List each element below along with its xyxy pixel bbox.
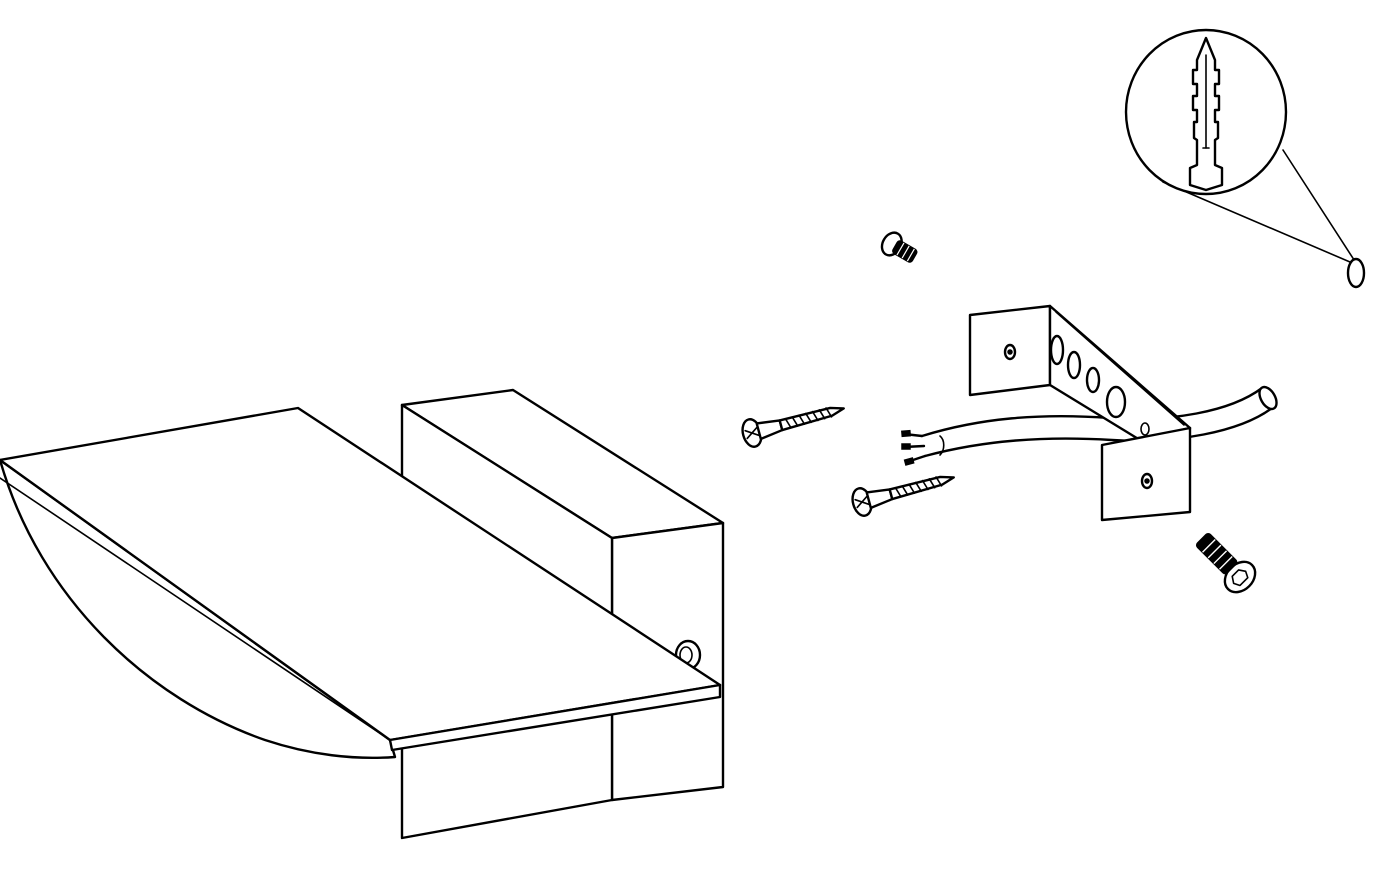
- fixing-screw-bottom: [1195, 532, 1257, 594]
- lamp-shade-curve: [0, 458, 397, 760]
- wall-plug-detail: [1124, 28, 1366, 289]
- mounting-bracket: [968, 304, 1192, 522]
- lamp-body: [0, 388, 725, 840]
- wall-hole-marker: [1346, 257, 1366, 289]
- lamp-top-plate: [0, 406, 722, 752]
- fixing-screw-top: [880, 231, 918, 263]
- wall-screw-2: [851, 475, 955, 517]
- wall-plug-icon: [1188, 36, 1224, 192]
- wall-screw-1: [741, 406, 845, 448]
